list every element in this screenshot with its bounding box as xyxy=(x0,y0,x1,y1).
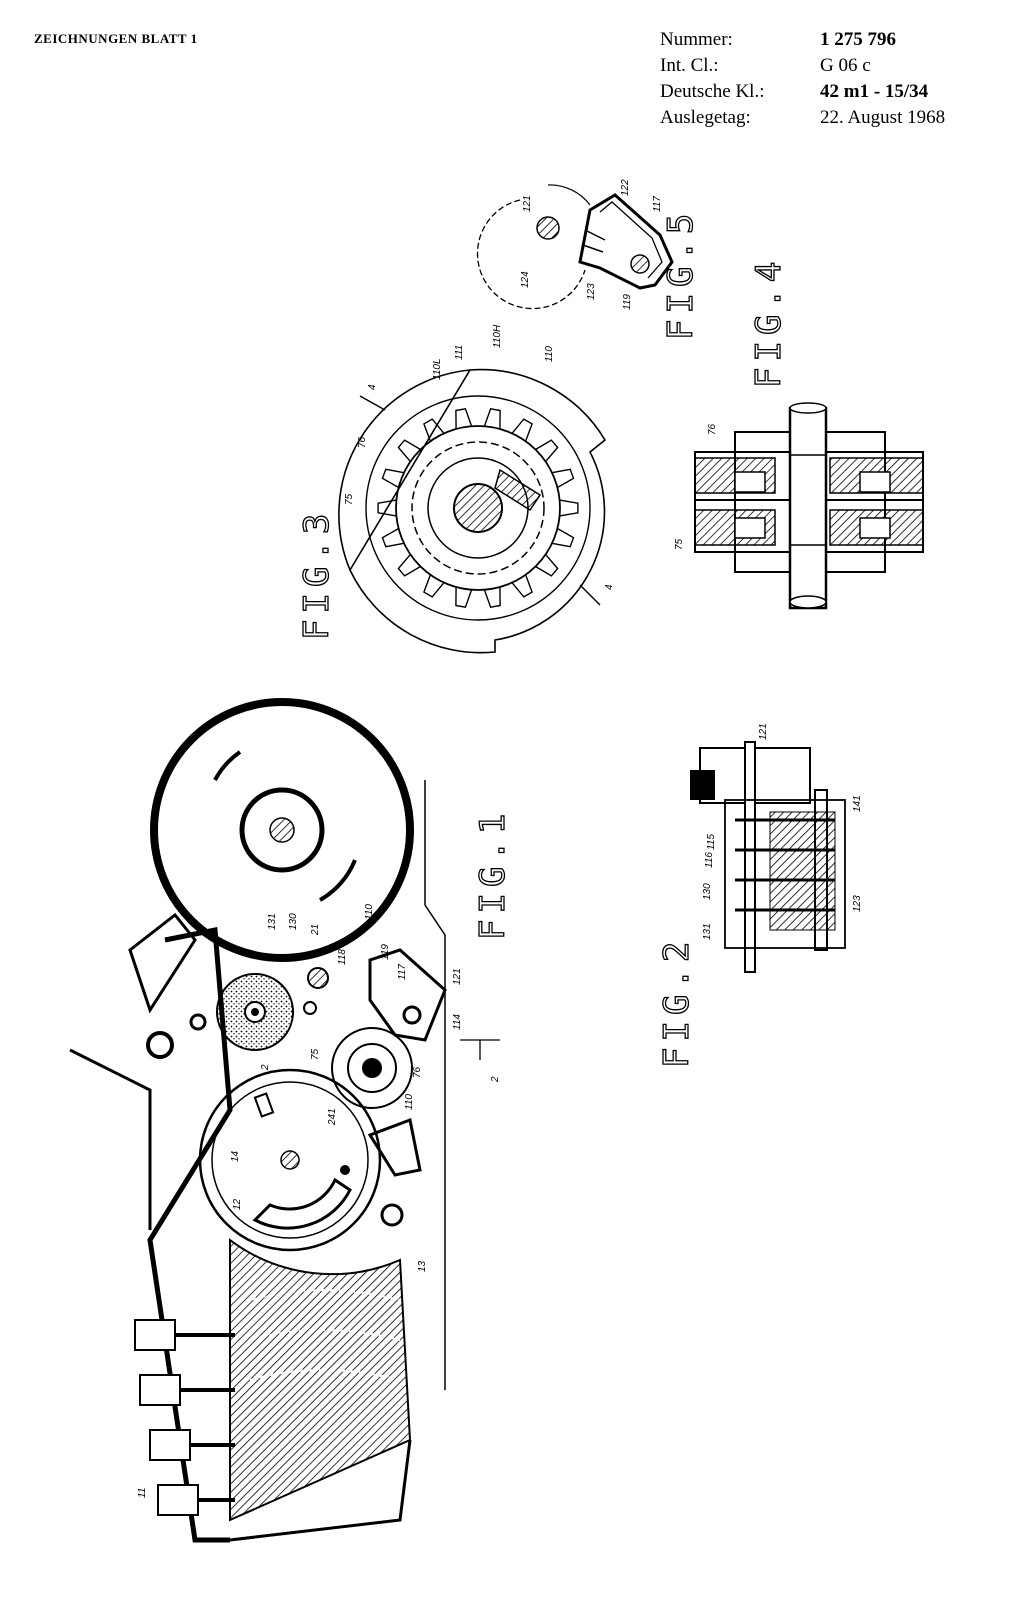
ref-2: 2 xyxy=(260,1064,271,1071)
ref-111: 111 xyxy=(454,345,465,360)
fig1-label: FIG.1 xyxy=(473,808,513,940)
ref-76-fig3: 76 xyxy=(357,436,368,448)
ref-75-fig1: 75 xyxy=(310,1048,321,1060)
ref-4-bottom: 4 xyxy=(604,584,615,590)
ref-75: 75 xyxy=(674,538,685,550)
ref-110: 110 xyxy=(544,346,555,362)
ref-75-fig3: 75 xyxy=(344,493,355,505)
fig3-label: FIG.3 xyxy=(297,508,337,640)
ref-130-fig1: 130 xyxy=(288,913,299,930)
ref-110h: 110H xyxy=(492,324,503,348)
ref-123-fig2: 123 xyxy=(852,895,863,912)
meta-value: G 06 c xyxy=(820,55,871,76)
fig4-label: FIG.4 xyxy=(749,256,789,388)
gear-tooth xyxy=(397,439,421,463)
ref-241: 241 xyxy=(327,1108,338,1126)
ref-131-fig1: 131 xyxy=(267,913,278,930)
gear-tooth xyxy=(381,527,405,548)
meta-value: 22. August 1968 xyxy=(820,107,946,128)
ref-4-top: 4 xyxy=(367,384,378,390)
gear-tooth xyxy=(455,408,473,430)
ref-21: 21 xyxy=(310,924,321,936)
ref-12: 12 xyxy=(232,1198,243,1210)
ref-110-fig1-b: 110 xyxy=(404,1094,415,1110)
ref-119-fig1: 119 xyxy=(380,944,391,960)
gear-tooth xyxy=(397,553,421,577)
meta-value: 1 275 796 xyxy=(820,29,896,50)
ref-2-section: 2 xyxy=(490,1076,501,1083)
patent-metadata: Nummer: 1 275 796 Int. Cl.: G 06 c Deuts… xyxy=(660,27,945,131)
ref-123: 123 xyxy=(586,283,597,300)
ref-76: 76 xyxy=(707,423,718,435)
gear-tooth xyxy=(535,553,559,577)
ref-121-fig2: 121 xyxy=(758,723,769,740)
ref-110-fig1: 110 xyxy=(364,904,375,920)
fig5-label: FIG.5 xyxy=(661,208,701,340)
figure-5: 121 122 117 123 119 124 FIG.5 xyxy=(476,179,702,341)
ref-124: 124 xyxy=(520,271,531,288)
meta-key: Int. Cl.: xyxy=(660,55,719,76)
meta-key: Nummer: xyxy=(660,29,733,50)
ref-76-fig1: 76 xyxy=(412,1066,423,1078)
ref-114: 114 xyxy=(452,1014,463,1030)
ref-141: 141 xyxy=(852,795,863,812)
meta-value: 42 m1 - 15/34 xyxy=(820,81,929,102)
ref-117: 117 xyxy=(652,196,663,212)
meta-row-number: Nummer: 1 275 796 xyxy=(660,27,945,53)
ref-13: 13 xyxy=(417,1260,428,1272)
ref-14: 14 xyxy=(230,1150,241,1162)
ref-118: 118 xyxy=(337,949,348,965)
ref-117-fig1: 117 xyxy=(397,964,408,980)
figure-2: FIG.2 121 141 115 116 130 131 123 xyxy=(656,723,863,1068)
gear-tooth xyxy=(377,499,397,517)
fig2-label: FIG.2 xyxy=(657,936,697,1068)
gear-tooth xyxy=(535,439,559,463)
gear-tooth xyxy=(511,574,533,598)
figure-4: FIG.4 76 75 xyxy=(674,255,924,610)
ref-116: 116 xyxy=(704,852,715,868)
ref-115: 115 xyxy=(706,834,717,850)
ref-122: 122 xyxy=(620,179,631,196)
gear-tooth xyxy=(483,408,501,430)
figure-3: FIG.3 4 4 110L 111 110H 110 76 75 xyxy=(296,324,615,654)
ref-131: 131 xyxy=(702,923,713,940)
gear-tooth xyxy=(511,418,533,442)
gear-tooth xyxy=(423,574,445,598)
ref-121-fig1: 121 xyxy=(452,968,463,985)
meta-row-auslegetag: Auslegetag: 22. August 1968 xyxy=(660,105,945,131)
meta-row-int-cl: Int. Cl.: G 06 c xyxy=(660,53,945,79)
gear-tooth xyxy=(455,586,473,608)
meta-row-deutsche-kl: Deutsche Kl.: 42 m1 - 15/34 xyxy=(660,79,945,105)
ref-110l: 110L xyxy=(432,358,443,380)
meta-key: Deutsche Kl.: xyxy=(660,81,765,102)
ref-11: 11 xyxy=(137,1488,148,1498)
gear-tooth xyxy=(551,527,575,548)
sheet-label: ZEICHNUNGEN BLATT 1 xyxy=(34,31,198,46)
figure-1: FIG.1 xyxy=(69,698,514,1543)
gear-tooth xyxy=(559,499,579,517)
ref-121: 121 xyxy=(522,195,533,212)
ref-119: 119 xyxy=(622,294,633,310)
gear-tooth xyxy=(483,586,501,608)
meta-key: Auslegetag: xyxy=(660,107,751,128)
gear-tooth xyxy=(551,468,575,489)
gear-tooth xyxy=(423,418,445,442)
ref-130: 130 xyxy=(702,883,713,900)
gear-tooth xyxy=(381,468,405,489)
